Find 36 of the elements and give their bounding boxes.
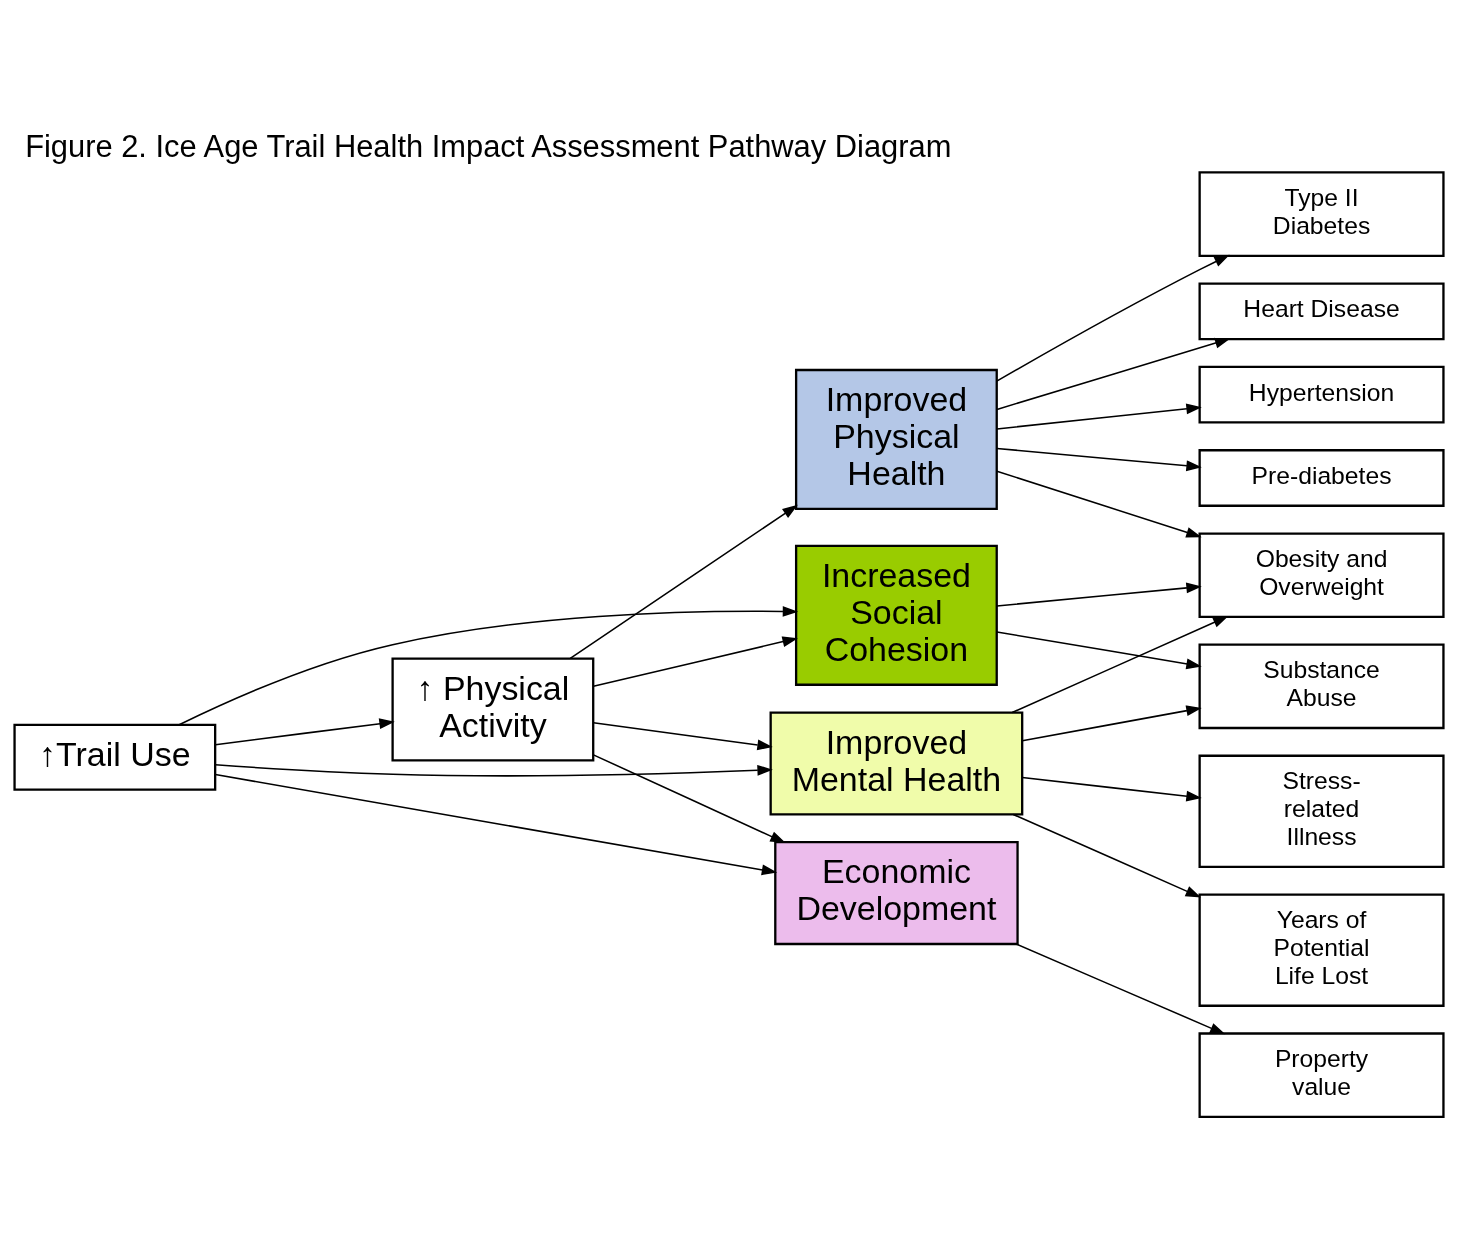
arrow <box>569 504 798 660</box>
arrow <box>996 254 1230 382</box>
arrow <box>214 718 395 746</box>
arrow <box>1012 813 1202 898</box>
node-box: Improved Physical Health <box>794 368 998 510</box>
node-box: Obesity and Overweight <box>1198 532 1445 619</box>
arrow <box>996 337 1231 411</box>
node-box: Years of Potential Life Lost <box>1198 893 1445 1007</box>
arrow <box>592 754 786 844</box>
arrow <box>592 722 773 751</box>
node-box: Type II Diabetes <box>1198 171 1445 257</box>
arrow <box>1015 943 1226 1035</box>
node-box: Hypertension <box>1198 365 1445 424</box>
arrow <box>592 636 798 687</box>
arrow <box>996 470 1202 538</box>
arrow <box>996 403 1202 430</box>
arrow <box>1011 616 1229 714</box>
node-box: Pre-diabetes <box>1198 449 1445 507</box>
arrow <box>1021 776 1202 802</box>
diagram-title: Figure 2. Ice Age Trail Health Impact Assessment Pathway Diagram <box>25 129 952 165</box>
node-box: Economic Development <box>774 841 1019 946</box>
arrow <box>1021 705 1202 742</box>
node-box: Stress-related Illness <box>1198 754 1445 868</box>
node-box: Heart Disease <box>1198 282 1445 341</box>
arrow <box>996 582 1202 607</box>
node-box: Property value <box>1198 1032 1445 1118</box>
node-box: ↑ Physical Activity <box>391 657 595 762</box>
node-box: Improved Mental Health <box>769 711 1024 816</box>
node-box: Increased Social Cohesion <box>794 544 998 686</box>
node-box: Substance Abuse <box>1198 643 1445 730</box>
node-box: ↑Trail Use <box>13 723 217 791</box>
arrow <box>178 606 799 726</box>
arrow <box>214 773 778 876</box>
arrow <box>996 447 1202 472</box>
arrow <box>996 631 1202 670</box>
arrow <box>214 764 773 777</box>
